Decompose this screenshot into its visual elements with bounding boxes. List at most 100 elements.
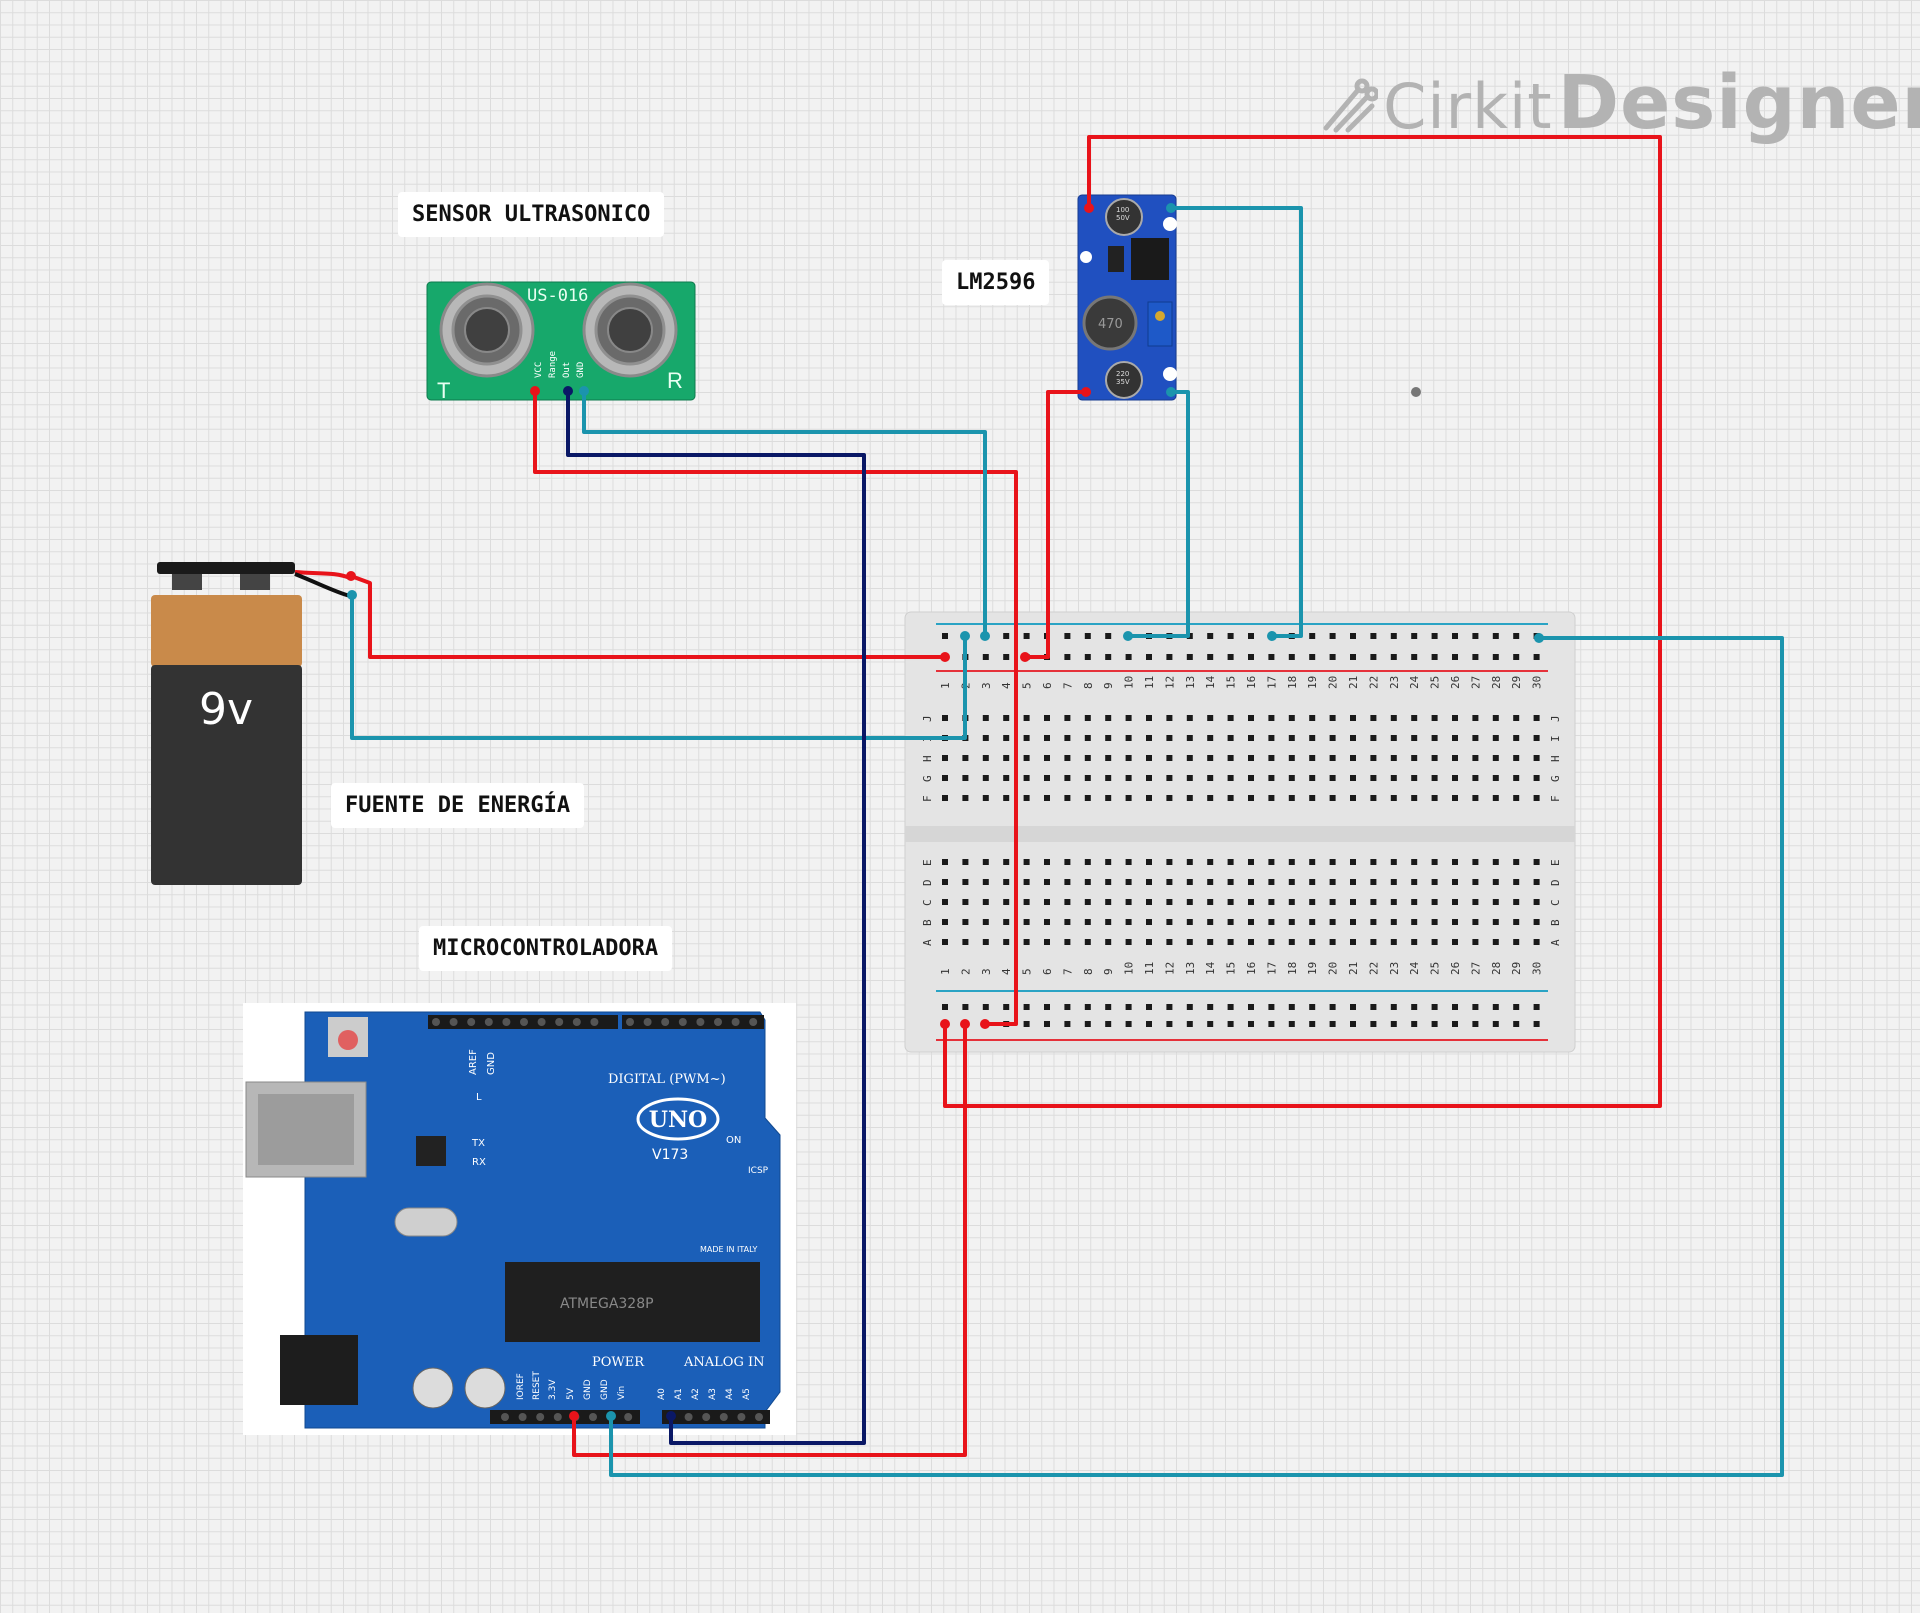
breadboard-rail-hole[interactable] xyxy=(962,1004,969,1010)
breadboard-hole[interactable] xyxy=(1186,715,1193,721)
arduino-header-pin[interactable] xyxy=(537,1018,546,1026)
breadboard-hole[interactable] xyxy=(1044,919,1050,925)
breadboard-hole[interactable] xyxy=(1370,879,1377,885)
breadboard-hole[interactable] xyxy=(1513,795,1520,801)
breadboard-rail-hole[interactable] xyxy=(1105,633,1112,639)
arduino-header-pin[interactable] xyxy=(719,1413,728,1421)
arduino-header-pin[interactable] xyxy=(555,1018,564,1026)
breadboard-hole[interactable] xyxy=(1431,919,1438,925)
breadboard-hole[interactable] xyxy=(1146,735,1152,741)
breadboard-hole[interactable] xyxy=(1513,939,1520,945)
breadboard-hole[interactable] xyxy=(1044,939,1050,945)
breadboard-hole[interactable] xyxy=(1390,775,1397,781)
breadboard-hole[interactable] xyxy=(942,775,948,781)
breadboard-hole[interactable] xyxy=(1533,755,1540,761)
breadboard-hole[interactable] xyxy=(1166,735,1173,741)
breadboard-hole[interactable] xyxy=(962,755,969,761)
breadboard-hole[interactable] xyxy=(1472,899,1479,905)
breadboard-hole[interactable] xyxy=(982,755,989,761)
breadboard-rail-hole[interactable] xyxy=(1186,1021,1193,1027)
breadboard-rail-hole[interactable] xyxy=(1370,1004,1377,1010)
breadboard-hole[interactable] xyxy=(1452,879,1458,885)
breadboard-hole[interactable] xyxy=(1452,939,1458,945)
breadboard-hole[interactable] xyxy=(1207,859,1214,865)
breadboard-hole[interactable] xyxy=(1431,899,1438,905)
breadboard-hole[interactable] xyxy=(942,879,948,885)
breadboard-rail-hole[interactable] xyxy=(1084,1021,1091,1027)
breadboard-hole[interactable] xyxy=(1492,859,1499,865)
breadboard-rail-hole[interactable] xyxy=(1411,1021,1418,1027)
wire-regulator-top-teal[interactable] xyxy=(1171,206,1303,638)
breadboard-hole[interactable] xyxy=(1431,775,1438,781)
breadboard-hole[interactable] xyxy=(1329,879,1336,885)
breadboard-holes[interactable] xyxy=(942,633,1540,1027)
wire-endpoint[interactable] xyxy=(1020,652,1030,662)
wire-sensor-gnd[interactable] xyxy=(582,391,987,636)
breadboard-hole[interactable] xyxy=(1146,879,1152,885)
breadboard-rail-hole[interactable] xyxy=(1146,1021,1152,1027)
breadboard-hole[interactable] xyxy=(1472,919,1479,925)
breadboard-hole[interactable] xyxy=(1064,879,1071,885)
breadboard-hole[interactable] xyxy=(1513,775,1520,781)
breadboard-hole[interactable] xyxy=(1166,755,1173,761)
breadboard-hole[interactable] xyxy=(1309,939,1316,945)
breadboard-rail-hole[interactable] xyxy=(1023,633,1030,639)
breadboard-hole[interactable] xyxy=(1227,879,1234,885)
breadboard-hole[interactable] xyxy=(1166,775,1173,781)
breadboard-hole[interactable] xyxy=(1125,715,1132,721)
breadboard-hole[interactable] xyxy=(1248,899,1254,905)
breadboard-rail-hole[interactable] xyxy=(1084,1004,1091,1010)
breadboard-hole[interactable] xyxy=(1268,879,1275,885)
breadboard-hole[interactable] xyxy=(1309,775,1316,781)
arduino-header-pin[interactable] xyxy=(755,1413,763,1421)
breadboard-rail-hole[interactable] xyxy=(1105,654,1112,660)
wire-endpoint[interactable] xyxy=(666,1411,676,1421)
breadboard-hole[interactable] xyxy=(1105,715,1112,721)
breadboard-hole[interactable] xyxy=(1186,919,1193,925)
breadboard-hole[interactable] xyxy=(1533,919,1540,925)
breadboard-rail-hole[interactable] xyxy=(1125,1021,1132,1027)
breadboard-hole[interactable] xyxy=(942,919,948,925)
breadboard-rail-hole[interactable] xyxy=(1411,633,1418,639)
breadboard-hole[interactable] xyxy=(982,735,989,741)
breadboard-hole[interactable] xyxy=(1431,879,1438,885)
arduino-header-pin[interactable] xyxy=(572,1018,581,1026)
breadboard-hole[interactable] xyxy=(1492,879,1499,885)
breadboard-hole[interactable] xyxy=(1248,919,1254,925)
breadboard-hole[interactable] xyxy=(1390,735,1397,741)
breadboard-hole[interactable] xyxy=(1105,879,1112,885)
breadboard-hole[interactable] xyxy=(1207,795,1214,801)
arduino-header-pin[interactable] xyxy=(702,1413,711,1421)
breadboard-rail-hole[interactable] xyxy=(1207,1021,1214,1027)
arduino-header-pin[interactable] xyxy=(501,1413,509,1421)
breadboard-rail-hole[interactable] xyxy=(1186,654,1193,660)
breadboard-rail-hole[interactable] xyxy=(1166,1021,1173,1027)
wire-arduino-5v[interactable] xyxy=(572,1024,967,1457)
breadboard-hole[interactable] xyxy=(1125,775,1132,781)
arduino-header-pin[interactable] xyxy=(518,1413,527,1421)
arduino-header-pin[interactable] xyxy=(449,1018,458,1026)
breadboard-hole[interactable] xyxy=(1350,859,1356,865)
breadboard-hole[interactable] xyxy=(1288,859,1295,865)
breadboard-rail-hole[interactable] xyxy=(1309,1021,1316,1027)
breadboard-hole[interactable] xyxy=(1023,755,1030,761)
breadboard-hole[interactable] xyxy=(1105,755,1112,761)
breadboard-hole[interactable] xyxy=(1023,775,1030,781)
breadboard-hole[interactable] xyxy=(1003,899,1010,905)
breadboard-hole[interactable] xyxy=(1003,755,1010,761)
breadboard-rail-hole[interactable] xyxy=(1125,1004,1132,1010)
breadboard-hole[interactable] xyxy=(1431,939,1438,945)
arduino-header-pin[interactable] xyxy=(589,1413,597,1421)
breadboard-hole[interactable] xyxy=(1288,775,1295,781)
breadboard-rail-hole[interactable] xyxy=(1023,1021,1030,1027)
breadboard-hole[interactable] xyxy=(1472,859,1479,865)
breadboard-hole[interactable] xyxy=(1227,755,1234,761)
breadboard-hole[interactable] xyxy=(1350,795,1356,801)
breadboard-rail-hole[interactable] xyxy=(1492,1021,1499,1027)
breadboard-hole[interactable] xyxy=(1105,919,1112,925)
breadboard-hole[interactable] xyxy=(1186,939,1193,945)
breadboard-rail-hole[interactable] xyxy=(1084,654,1091,660)
wire-arduino-gnd[interactable] xyxy=(609,636,1784,1477)
breadboard-hole[interactable] xyxy=(1350,715,1356,721)
arduino-header-pin[interactable] xyxy=(590,1018,599,1026)
